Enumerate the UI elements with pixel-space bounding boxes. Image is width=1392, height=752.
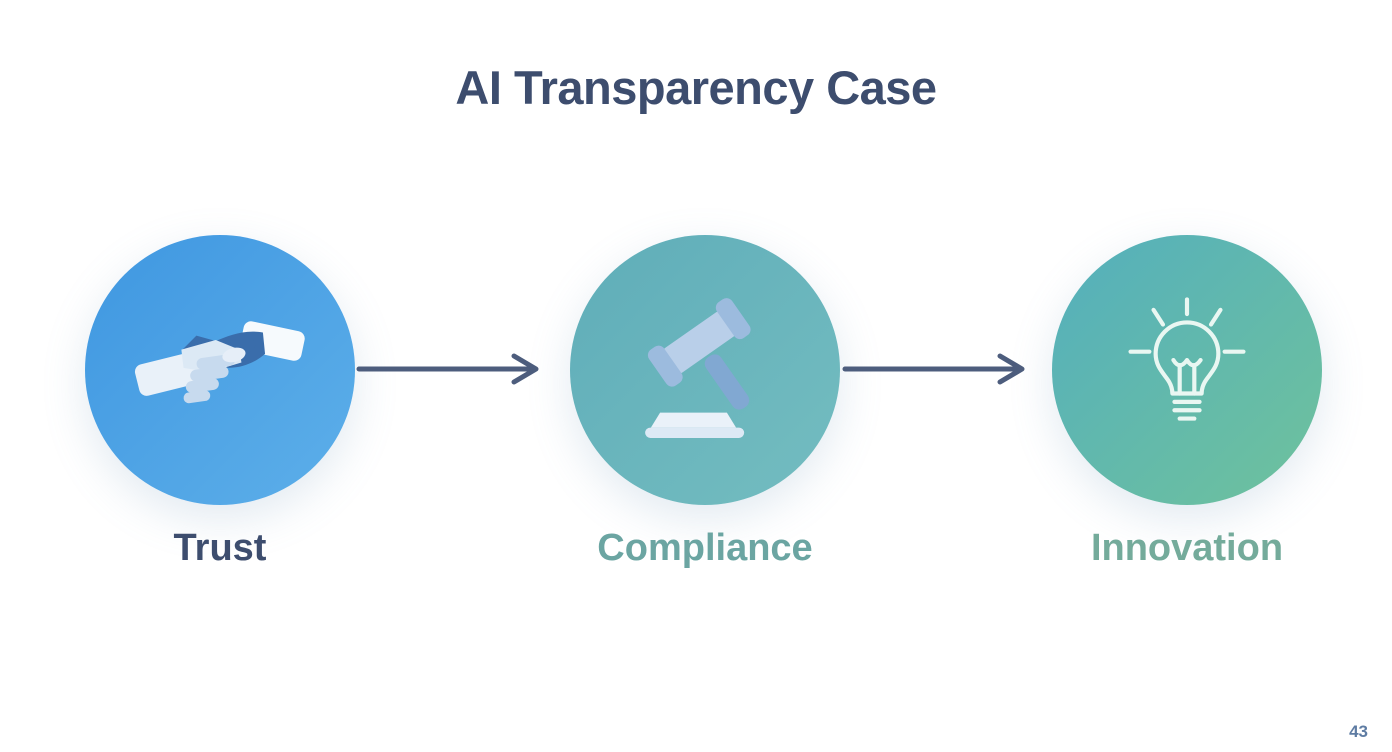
lightbulb-icon <box>1128 296 1246 421</box>
trust-circle <box>85 235 355 505</box>
step-label-compliance: Compliance <box>597 527 813 569</box>
handshake-icon <box>134 321 305 404</box>
innovation-circle <box>1052 235 1322 505</box>
step-label-innovation: Innovation <box>1090 527 1284 569</box>
flow-arrow-icon <box>842 353 1025 385</box>
flow-arrow-icon <box>356 353 539 385</box>
step-compliance: Compliance <box>570 235 840 570</box>
page-number: 43 <box>1349 722 1368 741</box>
gavel-icon <box>645 298 751 438</box>
compliance-circle <box>570 235 840 505</box>
step-label-trust: Trust <box>173 527 267 569</box>
slide-title: AI Transparency Case <box>455 61 937 114</box>
step-trust: Trust <box>85 235 355 570</box>
step-innovation: Innovation <box>1052 235 1322 570</box>
